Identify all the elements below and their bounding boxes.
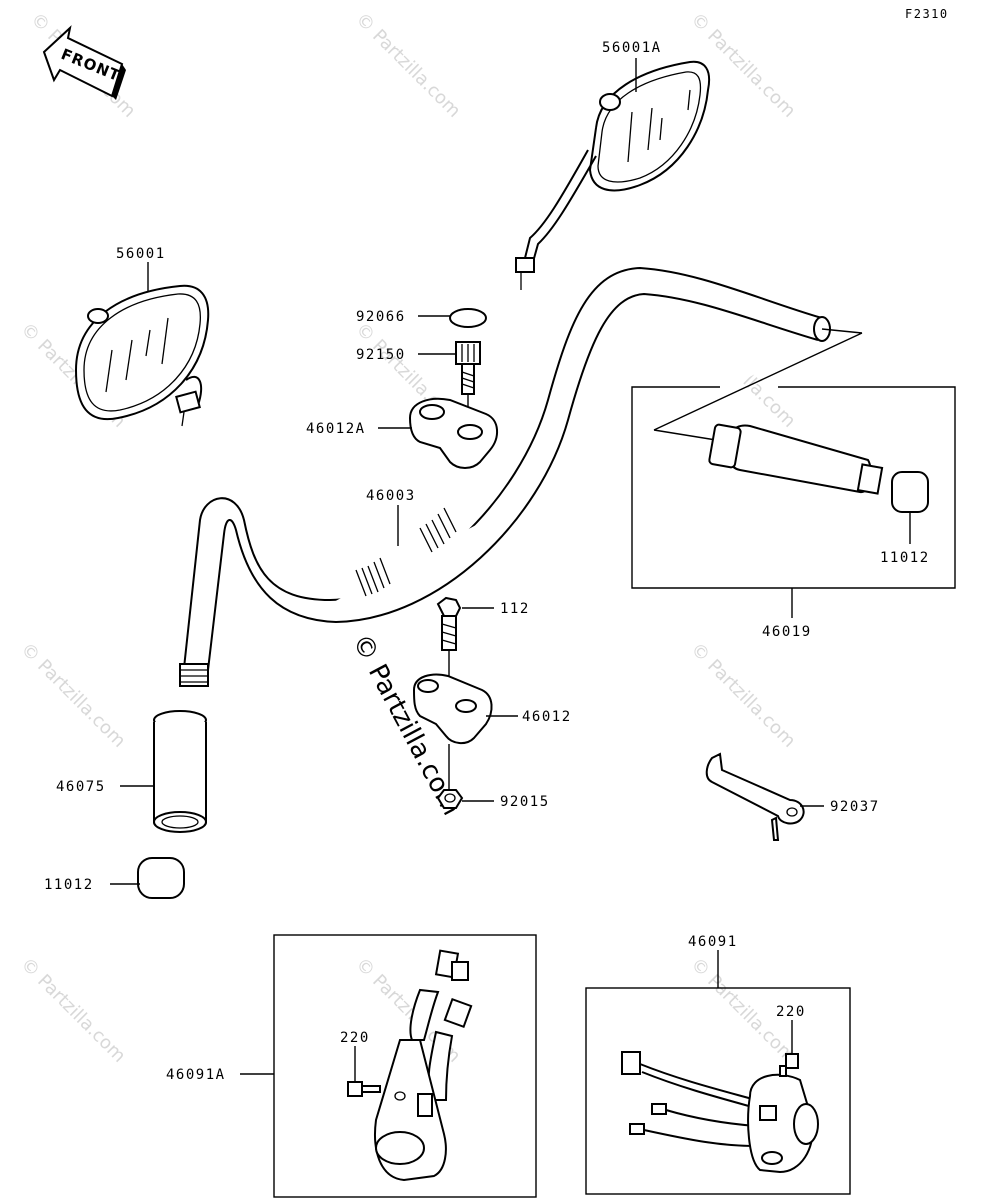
wrench-icon	[705, 752, 805, 841]
label-92150: 92150	[356, 347, 406, 363]
throttle-grip-icon	[708, 423, 884, 495]
label-220-left: 220	[340, 1030, 370, 1046]
handlebar-icon	[179, 266, 831, 687]
figure-code: F2310	[905, 7, 949, 21]
knurl-right	[419, 507, 457, 553]
label-92037: 92037	[830, 799, 880, 815]
bolt-112-icon	[436, 596, 462, 651]
watermark: © Partzilla.com	[686, 639, 799, 752]
nut-icon	[436, 789, 464, 809]
watermark: © Partzilla.com	[16, 954, 129, 1067]
label-11012-right: 11012	[880, 550, 930, 566]
holder-upper-icon	[408, 397, 498, 469]
label-46091: 46091	[688, 934, 738, 950]
knurl-left	[355, 557, 391, 597]
leader-line	[821, 328, 863, 334]
watermark: © Partzilla.com	[16, 639, 129, 752]
label-46003: 46003	[366, 488, 416, 504]
label-112: 112	[500, 601, 530, 617]
bolt-icon	[455, 341, 481, 395]
watermark-layer: © Partzilla.com © Partzilla.com © Partzi…	[16, 9, 799, 1067]
label-11012-left: 11012	[44, 877, 94, 893]
label-220-right: 220	[776, 1004, 806, 1020]
grip-end-cap-icon	[891, 471, 929, 513]
right-switch-box	[585, 987, 851, 1195]
label-46019: 46019	[762, 624, 812, 640]
label-56001: 56001	[116, 246, 166, 262]
label-56001A: 56001A	[602, 40, 662, 56]
label-46091A: 46091A	[166, 1067, 226, 1083]
screw-icon	[347, 1081, 381, 1097]
label-92066: 92066	[356, 309, 406, 325]
label-46012: 46012	[522, 709, 572, 725]
watermark: © Partzilla.com	[351, 9, 464, 122]
grip-box	[631, 386, 956, 589]
label-46075: 46075	[56, 779, 106, 795]
mirror-left-icon	[74, 284, 210, 427]
leader-line	[653, 429, 717, 441]
left-switch-housing-icon	[374, 949, 473, 1182]
label-46012A: 46012A	[306, 421, 366, 437]
mirror-right-icon	[515, 60, 710, 290]
leader-line	[653, 332, 863, 431]
left-switch-box	[273, 934, 537, 1198]
right-switch-housing-icon	[621, 1051, 819, 1174]
label-92015: 92015	[500, 794, 550, 810]
left-grip-icon	[153, 710, 207, 833]
holder-lower-icon	[412, 673, 493, 744]
cap-icon	[449, 308, 487, 328]
grip-end-cap-left-icon	[137, 857, 185, 899]
front-arrow-icon: FRONT	[42, 25, 126, 100]
